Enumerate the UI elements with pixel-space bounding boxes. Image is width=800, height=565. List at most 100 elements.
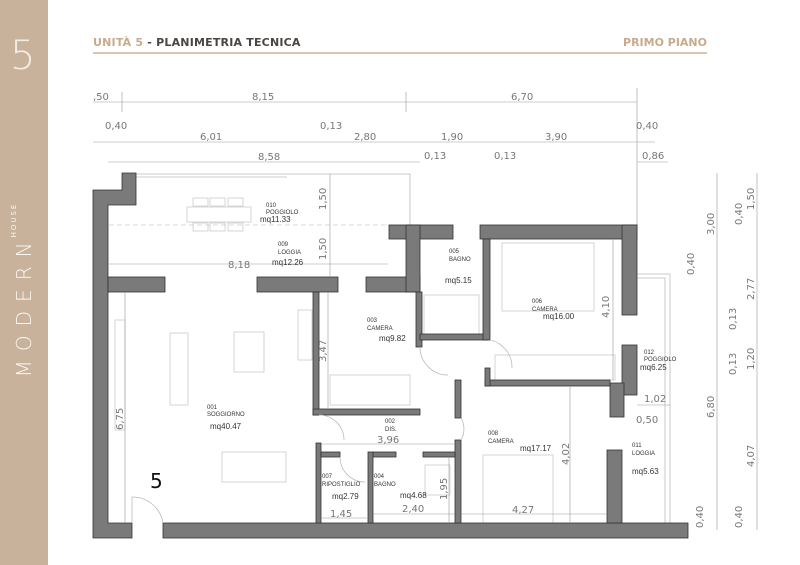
dim-poggiolo012-offset: 0,50: [636, 415, 658, 426]
dim-row3: 8,58: [258, 152, 280, 163]
dim-camera008-width: 4,27: [512, 505, 534, 516]
room-code: 008: [488, 431, 499, 437]
room-code: 009: [278, 242, 289, 248]
room-area: mq4.68: [400, 491, 427, 500]
dim-loggia-width: 8,18: [228, 260, 250, 271]
room-label-soggiorno-001: 001 SOGGIORNO mq40.47: [207, 405, 245, 431]
room-name: LOGGIA: [278, 250, 301, 256]
room-code: 012: [644, 350, 655, 356]
dim-ripostiglio: 1,45: [330, 509, 352, 520]
dim-row2-sub-1: 0,13: [494, 151, 516, 162]
dim-right2-2: 2,77: [746, 278, 757, 300]
dim-right2-4: 1,20: [746, 348, 757, 370]
room-area: mq17.17: [520, 444, 552, 453]
room-label-bagno-004: 004 BAGNO mq4.68: [374, 474, 427, 500]
interior-dimension-lines: [108, 173, 758, 530]
room-label-bagno-005: 005 BAGNO mq5.15: [445, 249, 472, 285]
dim-bagno004-height: 1,95: [439, 478, 450, 500]
walls: [92, 172, 689, 539]
room-label-poggiolo-010: 010 POGGIOLO mq11.33: [260, 203, 299, 224]
dim-soggiorno: 6,75: [115, 408, 126, 430]
room-code: 007: [322, 474, 333, 480]
room-label-poggiolo-012: 012 POGGIOLO mq6.25: [640, 350, 677, 372]
dim-loggia-depth: 1,50: [318, 238, 329, 260]
dim-right2-0: 1,50: [746, 188, 757, 210]
room-area: mq12.26: [272, 258, 304, 267]
dim-dis: 3,96: [377, 435, 399, 446]
dim-camera006: 4,10: [601, 296, 612, 318]
room-name: SOGGIORNO: [207, 412, 245, 418]
dim-top-partial: ,50: [93, 92, 109, 103]
dim-row2-0: 0,40: [105, 121, 127, 132]
dim-top-left: 8,15: [252, 92, 274, 103]
sidebar-unit-number: 5: [10, 33, 36, 79]
dim-right1-2: 6,80: [706, 396, 717, 418]
room-code: 010: [266, 203, 277, 209]
dim-camera008-height: 4,02: [561, 443, 572, 465]
room-code: 006: [532, 299, 543, 305]
dim-right1-0: 3,00: [706, 213, 717, 235]
doors: [131, 339, 513, 524]
unit-label: UNITÀ 5: [93, 36, 144, 49]
room-code: 003: [367, 318, 378, 324]
top-dimension-lines: [93, 88, 668, 230]
dim-row2-5: 3,90: [545, 132, 567, 143]
room-name: POGGIOLO: [266, 210, 299, 216]
room-label-loggia-011: 011 LOGGIA mq5.63: [632, 443, 659, 476]
room-code: 004: [374, 474, 385, 480]
dim-row2-4: 1,90: [441, 132, 463, 143]
room-code: 011: [632, 443, 642, 449]
room-label-loggia-009: 009 LOGGIA mq12.26: [272, 242, 304, 267]
dim-right2-5: 0,13: [728, 353, 739, 375]
room-area: mq6.25: [640, 363, 667, 372]
room-area: mq5.63: [632, 467, 659, 476]
dim-right2-6: 4,07: [746, 445, 757, 467]
page-title: UNITÀ 5 - PLANIMETRIA TECNICA: [93, 36, 301, 49]
room-area: mq16.00: [543, 312, 575, 321]
dim-row2-3: 2,80: [354, 132, 376, 143]
dim-right2-7: 0,40: [734, 506, 745, 528]
room-label-camera-006: 006 CAMERA mq16.00: [532, 299, 575, 321]
room-name: CAMERA: [488, 439, 514, 445]
dim-right2-3: 0,13: [728, 308, 739, 330]
dim-row2-2: 0,13: [320, 121, 342, 132]
room-code: 002: [385, 419, 396, 425]
plan-unit-number: 5: [150, 469, 163, 493]
room-name: DIS.: [385, 427, 397, 433]
room-name: LOGGIA: [632, 451, 655, 457]
dim-right1-1: 0,40: [686, 253, 697, 275]
dim-row2-6: 0,40: [636, 121, 658, 132]
room-area: mq11.33: [260, 215, 291, 224]
room-name: BAGNO: [374, 482, 396, 488]
sidebar: 5 MODERN HOUSE: [0, 0, 48, 565]
room-name: RIPOSTIGLIO: [322, 482, 361, 488]
floor-label: PRIMO PIANO: [623, 36, 707, 49]
dim-right1-3: 0,40: [695, 506, 706, 528]
room-code: 001: [207, 405, 218, 411]
furniture: [114, 197, 616, 524]
room-label-camera-008: 008 CAMERA mq17.17: [488, 431, 552, 453]
dim-poggiolo012-width: 1,02: [644, 394, 666, 405]
room-label-ripostiglio-007: 007 RIPOSTIGLIO mq2.79: [322, 474, 361, 501]
dim-camera003: 3,47: [318, 340, 329, 362]
room-area: mq9.82: [379, 334, 406, 343]
room-area: mq40.47: [210, 422, 242, 431]
room-label-dis-002: 002 DIS.: [385, 419, 397, 433]
room-name: CAMERA: [367, 326, 393, 332]
room-area: mq5.15: [445, 276, 472, 285]
dim-top-right: 6,70: [511, 92, 533, 103]
room-code: 005: [449, 249, 460, 255]
dim-bagno004-width: 2,40: [402, 504, 424, 515]
dim-poggiolo-depth: 1,50: [318, 188, 329, 210]
dim-row2-sub-2: 0,86: [642, 151, 664, 162]
title-text: - PLANIMETRIA TECNICA: [143, 36, 301, 49]
balcony-outlines: [93, 173, 671, 523]
dim-row2-sub-0: 0,13: [424, 151, 446, 162]
dim-right2-1: 0,40: [734, 203, 745, 225]
room-name: BAGNO: [449, 257, 471, 263]
room-name: CAMERA: [532, 307, 558, 313]
header-divider: [93, 52, 707, 54]
room-label-camera-003: 003 CAMERA mq9.82: [367, 318, 406, 343]
room-name: POGGIOLO: [644, 357, 677, 363]
